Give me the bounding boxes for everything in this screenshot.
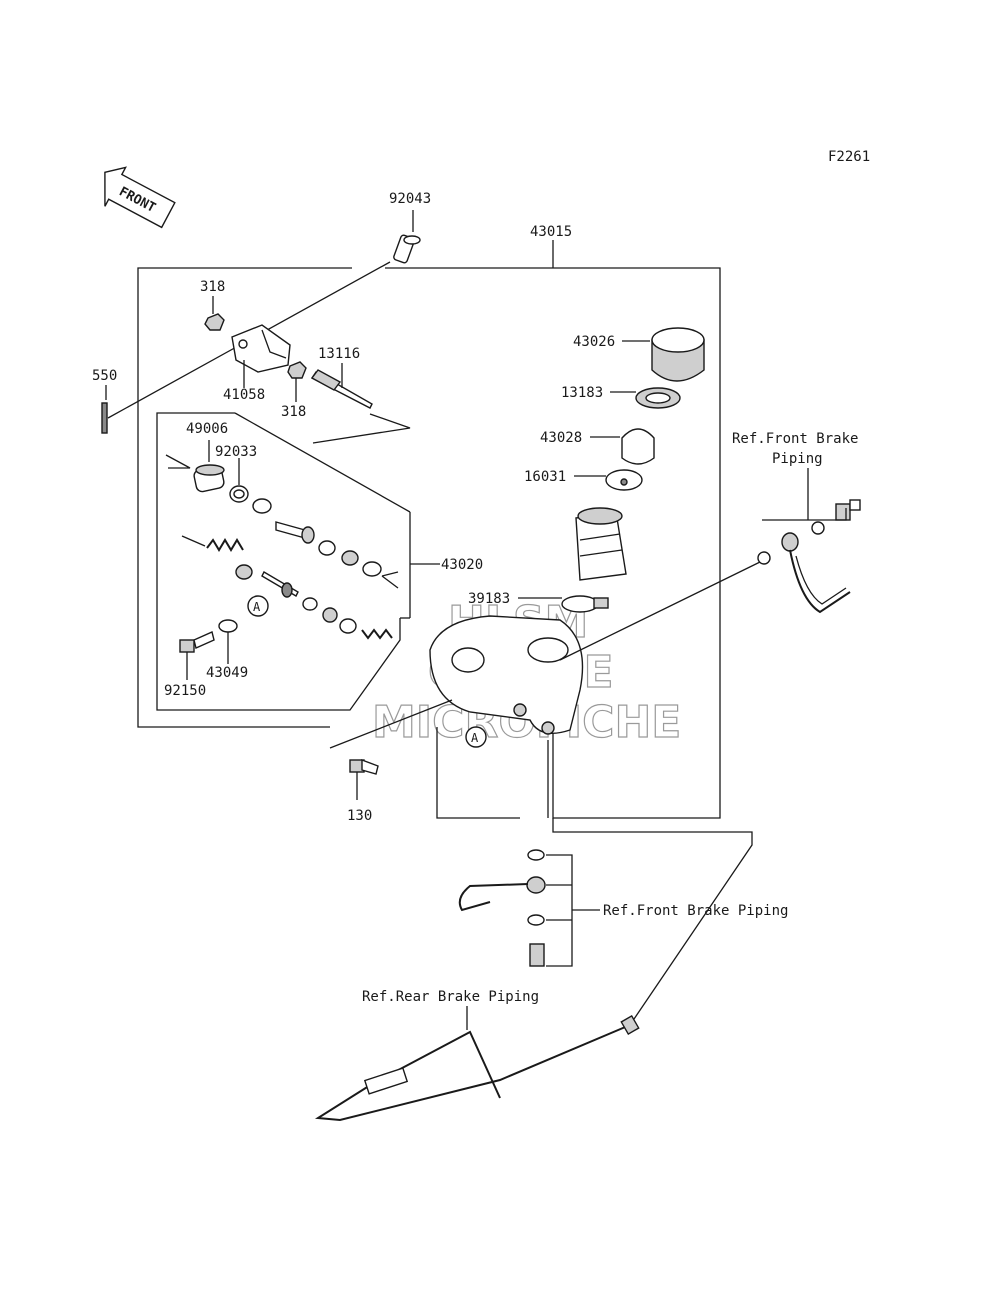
callout-550: 550 <box>92 368 117 384</box>
circle-a-marker-icon: A <box>247 595 269 617</box>
svg-text:A: A <box>253 600 261 614</box>
callout-49006: 49006 <box>186 421 228 437</box>
callout-318-lower: 318 <box>281 404 306 420</box>
circle-a-marker-icon: A <box>465 726 487 748</box>
callout-43028: 43028 <box>540 430 582 446</box>
ref-rear-brake: Ref.Rear Brake Piping <box>362 989 539 1005</box>
svg-text:A: A <box>471 731 479 745</box>
nut-318-lower <box>287 361 307 379</box>
piston-components-row1 <box>252 498 382 577</box>
bolt-130 <box>349 758 379 775</box>
reservoir-cap-43026 <box>651 327 705 382</box>
master-cylinder-body <box>429 615 584 735</box>
upper-front-brake-fittings <box>757 499 861 614</box>
callout-92033: 92033 <box>215 444 257 460</box>
float-16031 <box>605 469 643 491</box>
bolt-92150 <box>179 631 215 653</box>
clevis-41058 <box>231 324 291 373</box>
reservoir-bellows <box>575 507 627 581</box>
cotter-pin-550 <box>101 402 108 434</box>
callout-92043: 92043 <box>389 191 431 207</box>
assembly-outline-43015 <box>137 240 721 819</box>
rear-brake-pipe <box>314 1014 640 1122</box>
diaphragm-43028 <box>621 428 655 465</box>
upper-piping-line <box>559 561 761 661</box>
callout-43049: 43049 <box>206 665 248 681</box>
nut-318-upper <box>204 313 225 331</box>
callout-43015: 43015 <box>530 224 572 240</box>
figure-code: F2261 <box>828 149 870 165</box>
spring-row2 <box>181 535 393 640</box>
callout-43026: 43026 <box>573 334 615 350</box>
callout-13116: 13116 <box>318 346 360 362</box>
callout-130: 130 <box>347 808 372 824</box>
callout-16031: 16031 <box>524 469 566 485</box>
callout-13183: 13183 <box>561 385 603 401</box>
ref-front-brake-upper-line2: Piping <box>772 451 823 467</box>
callout-41058: 41058 <box>223 387 265 403</box>
circlip-92033 <box>229 485 249 503</box>
push-rod-13116 <box>310 369 373 409</box>
lower-front-brake-fittings <box>458 849 546 967</box>
front-arrow-icon: FRONT <box>104 166 176 229</box>
callout-318-upper: 318 <box>200 279 225 295</box>
pin-92043 <box>393 234 421 264</box>
callout-43020: 43020 <box>441 557 483 573</box>
dust-cap-49006 <box>193 464 225 493</box>
washer-43049 <box>218 619 238 633</box>
assembly-outline-43020 <box>156 412 440 711</box>
ref-front-brake-lower: Ref.Front Brake Piping <box>603 903 788 919</box>
plate-13183 <box>635 387 681 409</box>
callout-92150: 92150 <box>164 683 206 699</box>
clamp-39183 <box>561 595 609 613</box>
ref-front-brake-upper-line1: Ref.Front Brake <box>732 431 858 447</box>
callout-39183: 39183 <box>468 591 510 607</box>
